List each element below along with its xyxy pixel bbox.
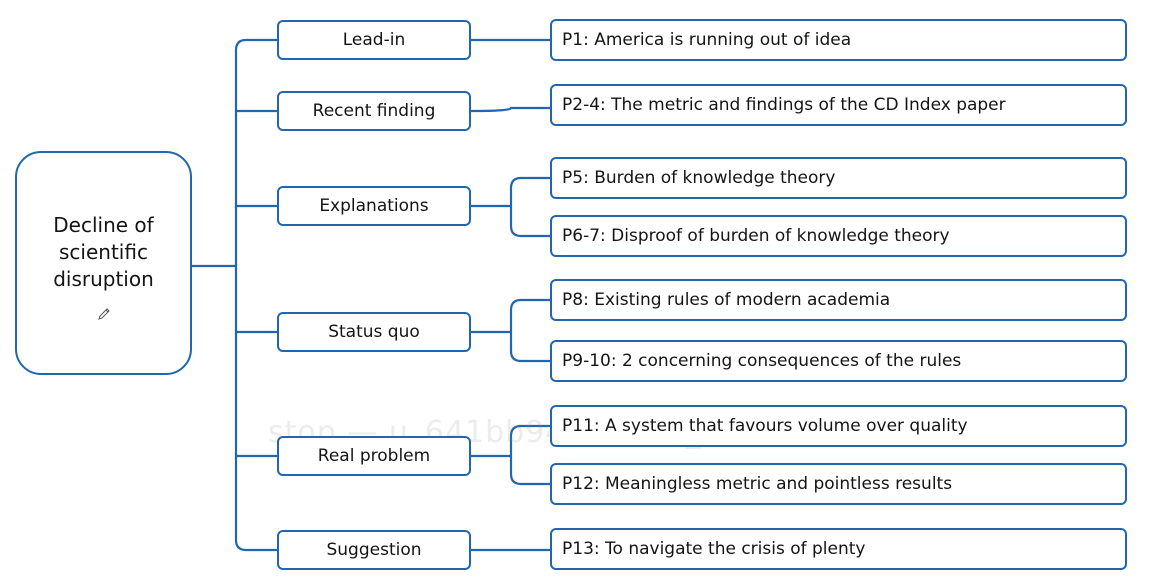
branch-label: Status quo [328, 322, 420, 342]
leaf-label: P8: Existing rules of modern academia [562, 290, 891, 310]
leaf-label: P5: Burden of knowledge theory [562, 168, 836, 188]
branch-label: Recent finding [312, 101, 436, 121]
leaf-p11[interactable]: P11: A system that favours volume over q… [550, 405, 1127, 447]
branch-suggestion[interactable]: Suggestion [277, 530, 471, 570]
leaf-label: P1: America is running out of idea [562, 30, 852, 50]
branch-real-problem[interactable]: Real problem [277, 436, 471, 476]
leaf-label: P9-10: 2 concerning consequences of the … [562, 351, 962, 371]
leaf-label: P2-4: The metric and findings of the CD … [562, 95, 1006, 115]
root-topic-label: Decline of scientific disruption [53, 212, 154, 291]
connector-leaf [469, 106, 552, 113]
connector-fork [509, 298, 552, 363]
connector-fork [509, 176, 552, 238]
leaf-p12[interactable]: P12: Meaningless metric and pointless re… [550, 463, 1127, 505]
leaf-p13[interactable]: P13: To navigate the crisis of plenty [550, 528, 1127, 570]
leaf-p6-7[interactable]: P6-7: Disproof of burden of knowledge th… [550, 215, 1127, 257]
branch-label: Explanations [319, 196, 429, 216]
branch-label: Real problem [317, 446, 431, 466]
branch-lead-in[interactable]: Lead-in [277, 20, 471, 60]
connector-fork [509, 424, 552, 486]
leaf-label: P6-7: Disproof of burden of knowledge th… [562, 226, 950, 246]
connector-trunk [234, 38, 279, 552]
branch-explanations[interactable]: Explanations [277, 186, 471, 226]
leaf-p9-10[interactable]: P9-10: 2 concerning consequences of the … [550, 340, 1127, 382]
leaf-p1[interactable]: P1: America is running out of idea [550, 19, 1127, 61]
pencil-icon[interactable] [97, 307, 111, 321]
branch-recent-finding[interactable]: Recent finding [277, 91, 471, 131]
leaf-p8[interactable]: P8: Existing rules of modern academia [550, 279, 1127, 321]
leaf-label: P11: A system that favours volume over q… [562, 416, 968, 436]
leaf-label: P13: To navigate the crisis of plenty [562, 539, 866, 559]
root-topic-node[interactable]: Decline of scientific disruption [15, 151, 192, 375]
leaf-p2-4[interactable]: P2-4: The metric and findings of the CD … [550, 84, 1127, 126]
branch-status-quo[interactable]: Status quo [277, 312, 471, 352]
branch-label: Suggestion [326, 540, 422, 560]
leaf-p5[interactable]: P5: Burden of knowledge theory [550, 157, 1127, 199]
leaf-label: P12: Meaningless metric and pointless re… [562, 474, 953, 494]
branch-label: Lead-in [342, 30, 406, 50]
